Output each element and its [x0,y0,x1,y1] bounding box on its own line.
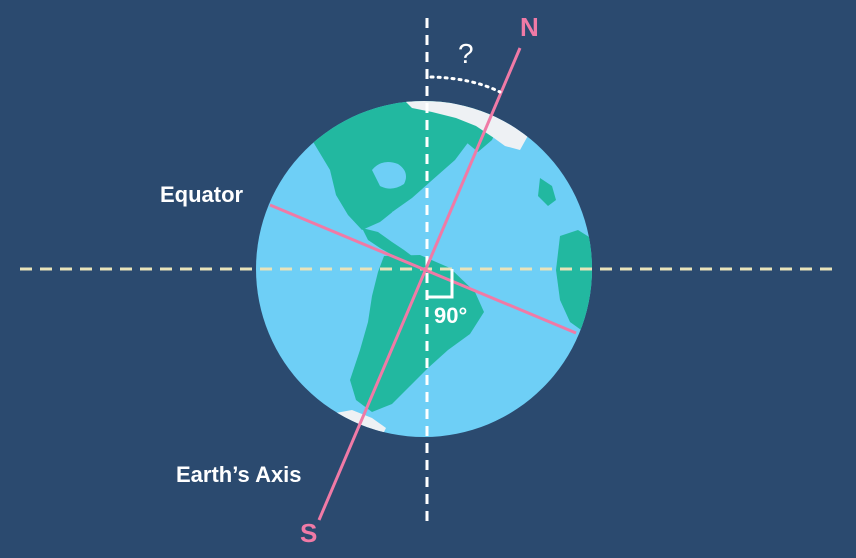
gulf-of-mexico [392,209,416,224]
central-america-landmass [362,228,412,262]
equator-line [269,203,577,335]
europe-landmass [538,178,556,206]
north-pole-label: N [520,12,539,42]
earth-axis-label: Earth’s Axis [176,462,302,487]
south-pole-label: S [300,518,318,548]
angle-arc-icon [429,75,502,94]
right-angle-marker-icon [427,269,454,299]
right-angle-label: 90° [434,303,468,328]
hudson-bay [372,162,406,189]
earth-axis-line [317,47,522,521]
equator-label: Equator [160,182,244,207]
tilt-question-label: ? [458,38,474,69]
